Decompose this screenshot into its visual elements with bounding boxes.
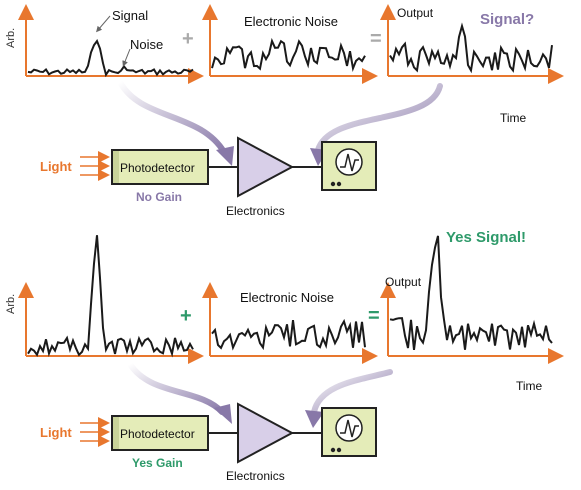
top-graph-input — [18, 4, 204, 84]
bottom-photodetector-side — [113, 417, 119, 449]
bottom-signal-flow-arrow — [127, 361, 225, 415]
top-ylabel: Arb. — [5, 28, 17, 48]
bottom-graph3-trace — [389, 235, 553, 351]
bottom-scope-knob-1 — [330, 447, 336, 453]
top-graph3-trace — [389, 22, 553, 74]
top-photodetector-label: Photodetector — [120, 161, 195, 175]
top-graph-output — [380, 4, 564, 84]
bottom-electronics-label: Electronics — [226, 469, 285, 483]
top-graph1-trace — [27, 38, 194, 78]
bottom-equals-sign: = — [368, 305, 380, 327]
bottom-panel: Arb. + Electronic Noise = Output Yes Sig… — [5, 229, 564, 483]
top-light-arrows — [80, 151, 110, 181]
bottom-light-label: Light — [40, 425, 72, 440]
top-graph-noise — [202, 4, 378, 84]
bottom-output-flow-arrowhead — [305, 410, 324, 428]
bottom-light-arrows — [80, 417, 110, 447]
bottom-graph-input — [18, 235, 204, 364]
top-result-label: Signal? — [480, 11, 534, 28]
top-gain-label: No Gain — [136, 190, 182, 204]
top-signal-flow-arrowhead — [216, 146, 234, 166]
top-output-label: Output — [397, 6, 434, 20]
bottom-graph2-trace — [211, 318, 366, 351]
noise-label: Noise — [130, 37, 163, 52]
top-plus-sign: + — [182, 28, 194, 50]
bottom-signal-flow-arrowhead — [214, 404, 232, 424]
bottom-oscilloscope-icon — [321, 407, 377, 457]
signal-label: Signal — [112, 8, 148, 23]
bottom-scope-screen — [335, 414, 363, 442]
top-scope-wave — [340, 153, 359, 172]
noise-pointer — [122, 48, 131, 67]
top-equals-sign: = — [370, 28, 382, 50]
bottom-electronic-noise-label: Electronic Noise — [240, 290, 334, 305]
bottom-plus-sign: + — [180, 305, 192, 327]
bottom-amplifier-icon — [237, 402, 295, 464]
bottom-graph-noise — [202, 282, 378, 364]
top-scope-knob-1 — [330, 181, 336, 187]
bottom-time-label: Time — [516, 379, 543, 393]
bottom-output-label: Output — [385, 275, 422, 289]
bottom-output-flow-arrow — [311, 369, 393, 415]
bottom-gain-label: Yes Gain — [132, 456, 183, 470]
bottom-scope-wave — [340, 419, 359, 438]
bottom-ylabel: Arb. — [5, 294, 17, 314]
top-scope-screen — [335, 148, 363, 176]
top-oscilloscope-icon — [321, 141, 377, 191]
signal-pointer — [96, 15, 111, 33]
top-electronics-label: Electronics — [226, 204, 285, 218]
top-electronic-noise-label: Electronic Noise — [244, 14, 338, 29]
top-output-flow-arrow — [315, 83, 443, 153]
top-panel: Arb. Signal Noise + Electronic Noise = O… — [5, 4, 564, 218]
top-photodetector-box — [111, 149, 209, 185]
top-signal-flow-arrow — [117, 79, 227, 155]
top-light-label: Light — [40, 159, 72, 174]
bottom-graph1-trace — [27, 235, 194, 358]
top-photodetector-side — [113, 151, 119, 183]
top-graph2-trace — [211, 37, 366, 73]
top-time-label: Time — [500, 111, 527, 125]
bottom-graph-output — [380, 235, 564, 364]
bottom-result-label: Yes Signal! — [446, 229, 526, 246]
top-amplifier-icon — [237, 136, 295, 198]
top-scope-knob-2 — [336, 181, 342, 187]
bottom-scope-knob-2 — [336, 447, 342, 453]
bottom-photodetector-label: Photodetector — [120, 427, 195, 441]
